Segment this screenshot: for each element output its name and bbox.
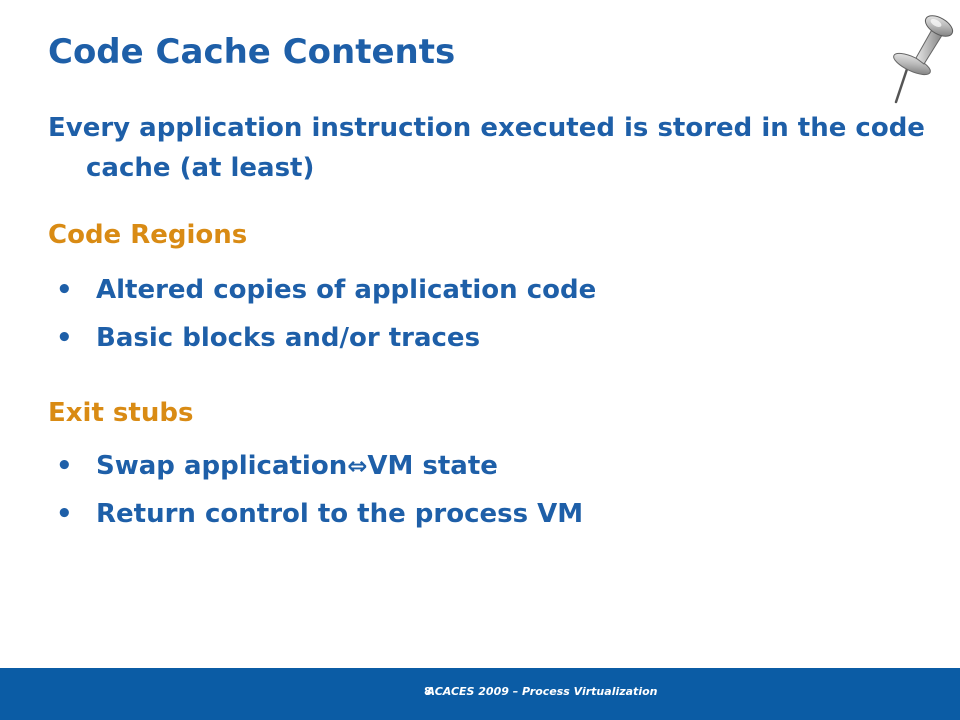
bullet-icon: • [56,499,73,529]
pushpin-icon [878,4,958,104]
lead-text: Every application instruction executed i… [48,113,925,183]
page-number: 8 [424,685,432,698]
list-item-text-before: Swap application [96,451,348,481]
list-item: • Swap application⇔VM state [48,442,583,490]
list-item-text: Basic blocks and/or traces [96,323,481,353]
exit-stubs-list: • Swap application⇔VM state • Return con… [48,442,583,538]
bullet-icon: • [56,451,73,481]
list-item: • Return control to the process VM [48,490,583,538]
bullet-icon: • [56,275,73,305]
list-item: • Basic blocks and/or traces [48,314,596,362]
list-item: • Altered copies of application code [48,266,596,314]
list-item-text-after: VM state [367,451,498,481]
section-heading-exit-stubs: Exit stubs [48,398,194,428]
bullet-icon: • [56,323,73,353]
code-regions-list: • Altered copies of application code • B… [48,266,596,362]
section-heading-code-regions: Code Regions [48,220,248,250]
double-arrow-icon: ⇔ [347,452,368,480]
footer-bar: 8 ACACES 2009 – Process Virtualization [0,668,960,720]
list-item-text: Return control to the process VM [96,499,584,529]
slide-title: Code Cache Contents [48,32,456,72]
list-item-text: Altered copies of application code [96,275,597,305]
footer-title: ACACES 2009 – Process Virtualization [426,685,658,698]
